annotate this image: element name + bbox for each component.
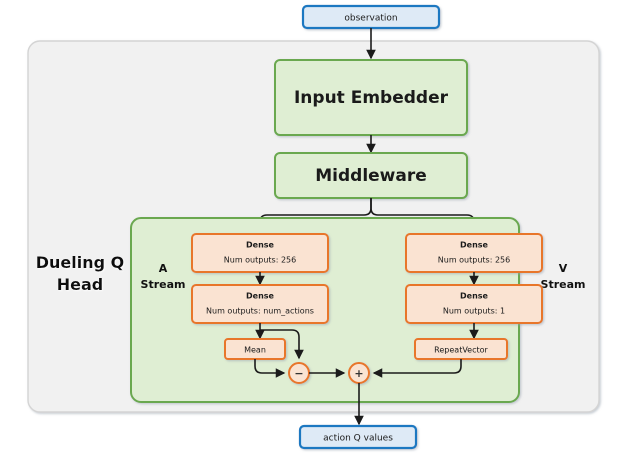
action-q-values-label: action Q values <box>323 434 393 444</box>
mean-node[interactable]: Mean <box>224 338 286 360</box>
middleware-node[interactable]: Middleware <box>274 152 468 199</box>
a-stream-dense-actions-node[interactable]: Dense Num outputs: num_actions <box>191 284 329 324</box>
a-stream-dense-256-subtitle: Num outputs: 256 <box>224 256 296 265</box>
dueling-q-head-label-line1: Dueling Q <box>36 253 125 272</box>
action-q-values-node[interactable]: action Q values <box>298 424 418 450</box>
v-stream-dense-1-title: Dense <box>460 292 489 301</box>
a-stream-dense-256-node[interactable]: Dense Num outputs: 256 <box>191 233 329 273</box>
middleware-label: Middleware <box>315 166 427 186</box>
v-stream-label: V Stream <box>541 262 586 291</box>
input-embedder-label: Input Embedder <box>294 88 449 108</box>
mean-label: Mean <box>244 346 266 355</box>
v-stream-dense-256-subtitle: Num outputs: 256 <box>438 256 510 265</box>
observation-label: observation <box>344 14 397 24</box>
edge-mean-to-subtract <box>254 359 286 378</box>
dueling-q-head-label-line2: Head <box>57 275 104 294</box>
dueling-q-head-label: Dueling Q Head <box>36 253 125 294</box>
subtract-symbol: − <box>294 367 303 380</box>
repeat-vector-label: RepeatVector <box>434 346 488 355</box>
observation-node[interactable]: observation <box>301 4 441 30</box>
repeat-vector-node[interactable]: RepeatVector <box>414 338 508 360</box>
add-symbol: + <box>354 367 363 380</box>
v-stream-label-line2: Stream <box>541 278 586 291</box>
a-stream-dense-256-title: Dense <box>246 241 275 250</box>
v-stream-dense-256-node[interactable]: Dense Num outputs: 256 <box>405 233 543 273</box>
edge-a-dense-actions-to-subtract <box>260 329 304 360</box>
a-stream-label: A Stream <box>141 262 186 291</box>
a-stream-label-line2: Stream <box>141 278 186 291</box>
input-embedder-node[interactable]: Input Embedder <box>274 59 468 136</box>
a-stream-dense-actions-title: Dense <box>246 292 275 301</box>
v-stream-dense-1-node[interactable]: Dense Num outputs: 1 <box>405 284 543 324</box>
v-stream-dense-1-subtitle: Num outputs: 1 <box>443 307 505 316</box>
action-q-values-box[interactable] <box>298 424 418 450</box>
v-stream-label-line1: V <box>559 262 568 275</box>
a-stream-label-line1: A <box>159 262 168 275</box>
a-stream-dense-actions-subtitle: Num outputs: num_actions <box>206 307 314 316</box>
add-operator[interactable]: + <box>348 362 370 384</box>
subtract-operator[interactable]: − <box>288 362 310 384</box>
v-stream-dense-256-title: Dense <box>460 241 489 250</box>
edge-repeatvector-to-add <box>372 359 462 378</box>
